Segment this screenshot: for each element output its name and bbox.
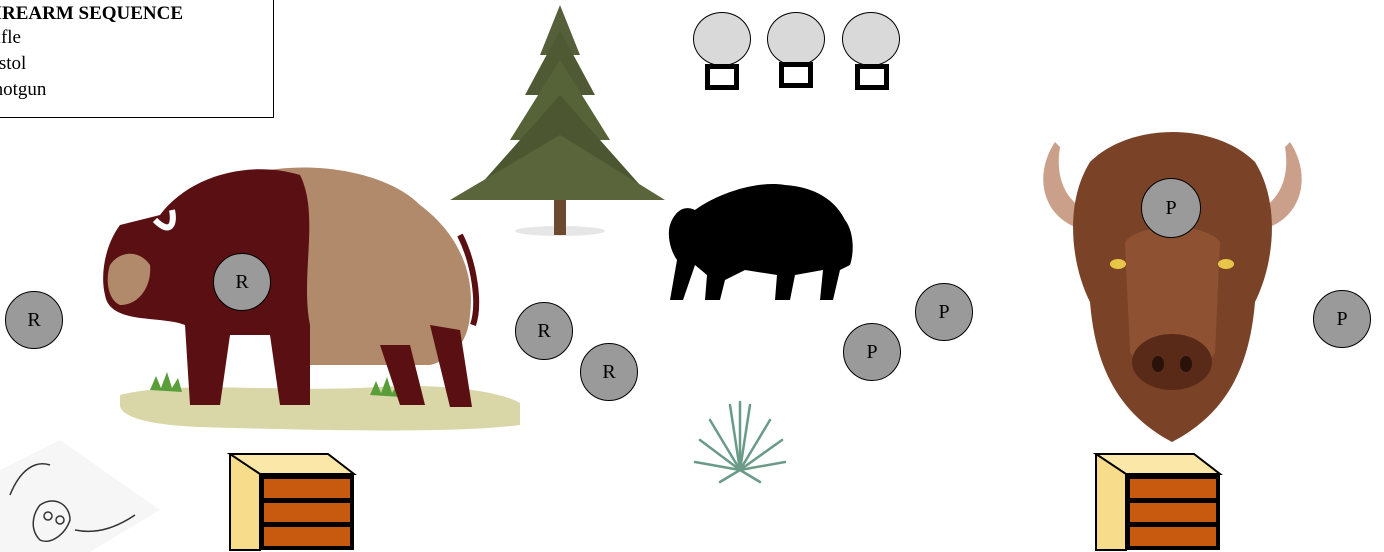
ammo-crate-right — [1094, 452, 1224, 552]
pistol-target-1: P — [843, 323, 901, 381]
shotgun-target-3 — [842, 12, 900, 66]
shotgun-target-1 — [693, 12, 751, 66]
bison-silhouette-icon — [665, 175, 860, 305]
target-stand-2 — [779, 62, 813, 88]
ammo-crate-left — [228, 452, 358, 552]
firearm-sequence-legend: FIREARM SEQUENCE Rifle Pistol Shotgun — [0, 0, 274, 118]
shotgun-target-2 — [767, 12, 825, 66]
bison-head-icon — [1030, 122, 1315, 447]
legend-item-rifle: Rifle — [0, 25, 273, 51]
target-stand-3 — [855, 64, 889, 90]
cow-skull-icon — [0, 440, 160, 552]
pistol-target-4: P — [1313, 290, 1371, 348]
pistol-target-2: P — [915, 283, 973, 341]
rifle-target-4: R — [580, 343, 638, 401]
bison-illustration-icon — [80, 155, 525, 435]
rifle-target-3: R — [515, 302, 573, 360]
pistol-target-3: P — [1141, 178, 1201, 238]
rifle-target-2: R — [213, 253, 271, 311]
legend-title: FIREARM SEQUENCE — [0, 3, 273, 25]
legend-item-shotgun: Shotgun — [0, 77, 273, 103]
legend-item-pistol: Pistol — [0, 51, 273, 77]
rifle-target-1: R — [5, 291, 63, 349]
yucca-plant-icon — [690, 400, 790, 485]
target-stand-1 — [705, 64, 739, 90]
